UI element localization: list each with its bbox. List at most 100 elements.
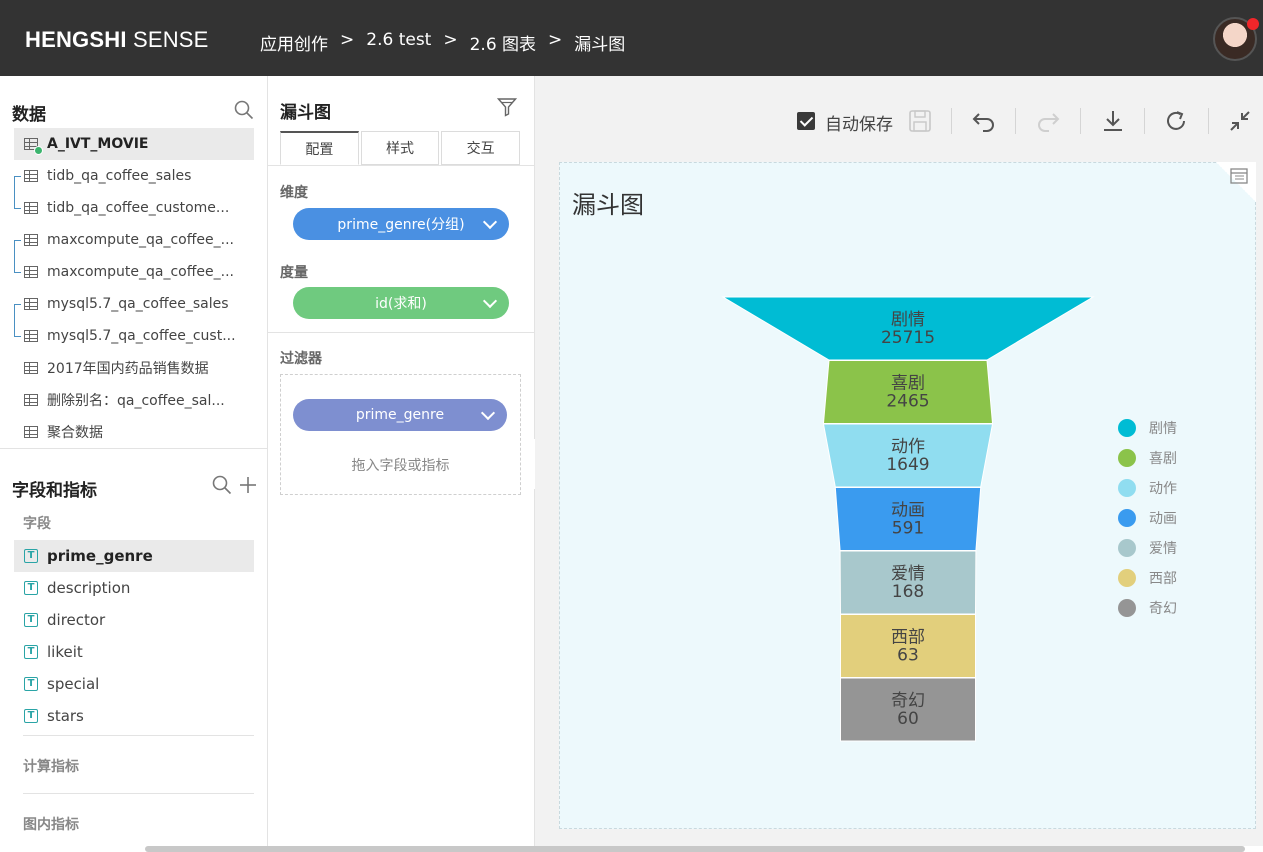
search-icon[interactable] [234,100,254,120]
autosave-label[interactable]: 自动保存 [825,115,893,135]
chevron-down-icon[interactable] [480,405,496,421]
table-view-icon[interactable] [1229,167,1249,187]
funnel-category-label: 剧情 [891,310,925,330]
dataset-item[interactable]: 删除别名：qa_coffee_sal... [14,384,254,416]
filter-dropzone[interactable]: 拖入字段或指标 [280,374,521,495]
divider [268,332,535,333]
funnel-value-label: 1649 [886,455,929,475]
breadcrumb-item-app[interactable]: 应用创作 [260,35,328,55]
dataset-list: A_IVT_MOVIE tidb_qa_coffee_sales tidb_qa… [14,128,254,448]
link-bracket [14,240,21,273]
legend-marker[interactable] [1118,419,1136,437]
chevron-down-icon[interactable] [482,214,498,230]
table-icon [24,330,38,342]
legend-label[interactable]: 西部 [1149,571,1177,587]
download-icon[interactable] [1100,108,1126,134]
dataset-item[interactable]: 2017年国内药品销售数据 [14,352,254,384]
breadcrumb-item-test[interactable]: 2.6 test [366,30,432,50]
legend-marker[interactable] [1118,569,1136,587]
table-icon [24,234,38,246]
legend-marker[interactable] [1118,479,1136,497]
filter-pill[interactable]: prime_genre [293,399,507,431]
refresh-icon[interactable] [1163,108,1189,134]
text-type-icon: T [24,645,38,659]
brand-logo[interactable]: HENGSHI SENSE [25,27,209,52]
filter-icon[interactable] [497,97,517,117]
dataset-item[interactable]: 聚合数据 [14,416,254,448]
measure-pill[interactable]: id(求和) [293,287,509,319]
text-type-icon: T [24,549,38,563]
legend-label[interactable]: 爱情 [1149,541,1177,557]
funnel-category-label: 动作 [891,437,925,457]
legend-marker[interactable] [1118,599,1136,617]
chart-type-title: 漏斗图 [280,103,331,123]
dimension-pill[interactable]: prime_genre(分组) [293,208,509,240]
table-icon [24,266,38,278]
dataset-item[interactable]: mysql5.7_qa_coffee_sales [14,288,254,320]
legend-label[interactable]: 剧情 [1149,421,1177,437]
legend-label[interactable]: 动作 [1149,481,1177,497]
config-panel: 漏斗图 配置 样式 交互 维度 prime_genre(分组) 度量 id(求和… [268,76,535,852]
collapse-icon[interactable] [1227,108,1253,134]
dataset-item[interactable]: mysql5.7_qa_coffee_cust... [14,320,254,352]
legend-marker[interactable] [1118,449,1136,467]
redo-icon[interactable] [1035,108,1061,134]
table-icon [24,202,38,214]
toolbar-separator [951,108,952,134]
divider [0,448,267,449]
legend-label[interactable]: 喜剧 [1149,451,1177,467]
dimension-label: 维度 [280,185,308,201]
dataset-item[interactable]: maxcompute_qa_coffee_... [14,224,254,256]
undo-icon[interactable] [971,108,997,134]
chevron-down-icon[interactable] [482,293,498,309]
toolbar-separator [1208,108,1209,134]
legend-marker[interactable] [1118,539,1136,557]
dataset-item[interactable]: tidb_qa_coffee_custome... [14,192,254,224]
toolbar-separator [1144,108,1145,134]
calc-metrics-title[interactable]: 计算指标 [23,759,79,775]
autosave-checkbox[interactable] [797,112,815,130]
dataset-item[interactable]: A_IVT_MOVIE [14,128,254,160]
funnel-category-label: 奇幻 [891,691,925,711]
search-icon[interactable] [212,475,232,495]
text-type-icon: T [24,677,38,691]
link-bracket [14,304,21,337]
notification-dot [1247,18,1259,30]
funnel-value-label: 63 [897,646,919,666]
add-icon[interactable] [238,475,258,495]
legend-label[interactable]: 奇幻 [1149,600,1177,617]
dataset-item[interactable]: maxcompute_qa_coffee_... [14,256,254,288]
funnel-value-label: 2465 [886,392,929,412]
divider [268,165,535,166]
breadcrumb-item-current: 漏斗图 [574,35,626,55]
tab-style[interactable]: 样式 [360,131,440,165]
funnel-category-label: 西部 [891,628,925,648]
chart-metrics-title[interactable]: 图内指标 [23,817,79,833]
funnel-chart: 剧情25715喜剧2465动作1649动画591爱情168西部63奇幻60剧情喜… [721,296,1177,742]
divider [23,735,254,736]
breadcrumb: 应用创作 > 2.6 test > 2.6 图表 > 漏斗图 [260,30,625,55]
funnel-value-label: 591 [892,519,924,539]
tab-config[interactable]: 配置 [280,131,359,165]
tab-interaction[interactable]: 交互 [441,131,521,165]
toolbar-separator [1080,108,1081,134]
table-icon [24,394,38,406]
legend-marker[interactable] [1118,509,1136,527]
horizontal-scrollbar[interactable] [145,846,1245,852]
legend-label[interactable]: 动画 [1149,511,1177,527]
dataset-item[interactable]: tidb_qa_coffee_sales [14,160,254,192]
save-icon[interactable] [907,108,933,134]
fields-section-title: 字段和指标 [12,481,97,501]
chart-toolbar: 自动保存 [535,76,1263,162]
funnel-segment[interactable] [840,677,976,742]
breadcrumb-item-charts[interactable]: 2.6 图表 [469,35,537,55]
breadcrumb-separator: > [443,30,458,50]
